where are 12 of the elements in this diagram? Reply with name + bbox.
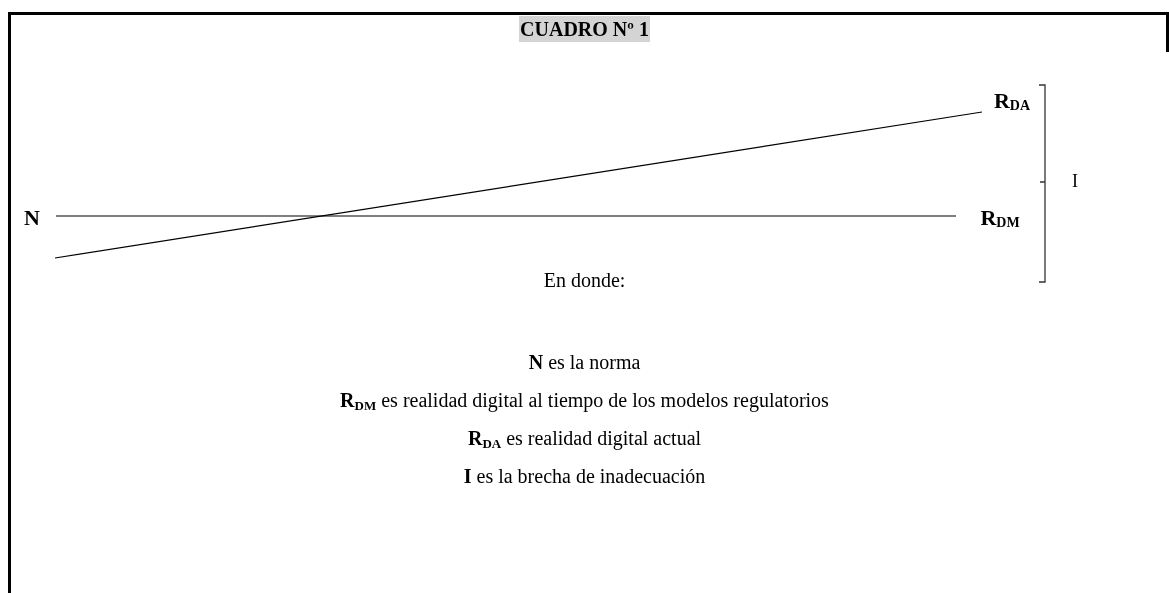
- node-label: N: [20, 204, 44, 232]
- line: [54, 111, 983, 259]
- bracket-label: I: [1072, 170, 1078, 193]
- line: [55, 215, 957, 217]
- title: CUADRO Nº 1: [519, 16, 650, 42]
- definition-text: R$_{DM}$ es realidad digital al tiempo de los modelos regulatorios: [340, 388, 829, 412]
- definition-text: N es la norma: [528, 350, 641, 374]
- node-label: R$_{DM}$: [972, 203, 1028, 233]
- definition-text: R$_{DA}$ es realidad digital actual: [467, 426, 702, 450]
- note-heading: En donde:: [543, 268, 626, 292]
- node-label: R$_{DA}$: [984, 86, 1040, 116]
- definition-text: I es la brecha de inadecuación: [463, 464, 706, 488]
